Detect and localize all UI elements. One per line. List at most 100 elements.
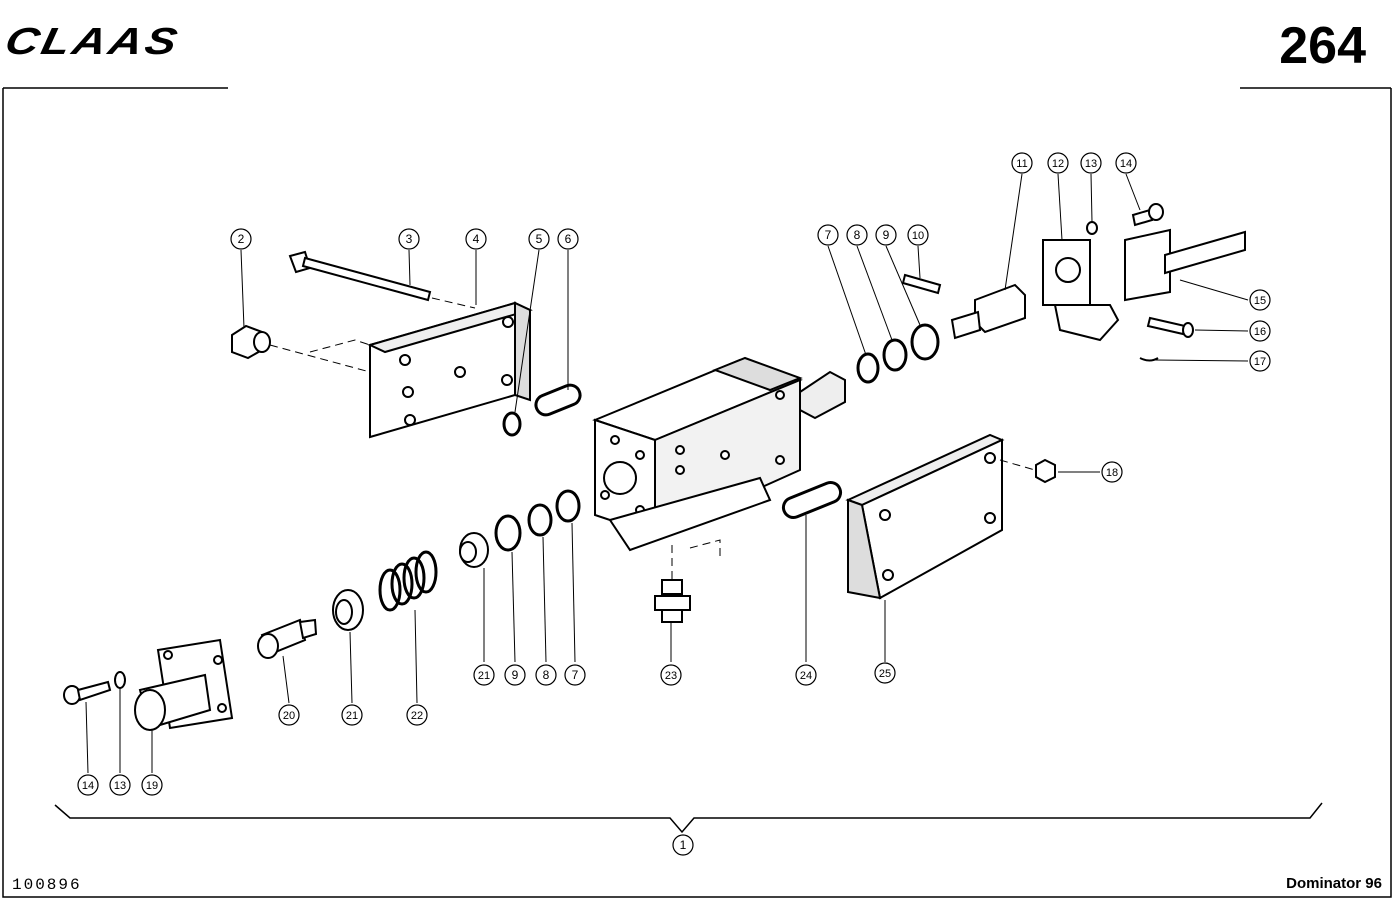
- callout-2: 2: [230, 228, 252, 250]
- callout-number: 6: [565, 232, 572, 246]
- callout-19: 19: [141, 774, 163, 796]
- callout-14: 14: [1115, 152, 1137, 174]
- part-11-lever: [950, 283, 1026, 340]
- valve-body: [592, 356, 846, 552]
- callout-8: 8: [535, 664, 557, 686]
- part-14-screw-lower: [63, 680, 112, 705]
- drawing-number: 100896: [12, 876, 82, 894]
- callout-22: 22: [406, 704, 428, 726]
- callout-number: 9: [883, 228, 890, 242]
- page-number: 264: [1279, 17, 1366, 75]
- part-21-bushing-lower: [459, 532, 489, 568]
- callout-number: 12: [1052, 158, 1064, 170]
- callout-9: 9: [875, 224, 897, 246]
- callout-12: 12: [1047, 152, 1069, 174]
- callout-25: 25: [874, 662, 896, 684]
- callout-6: 6: [557, 228, 579, 250]
- callout-23: 23: [660, 664, 682, 686]
- part-21-bushing-left: [332, 589, 364, 631]
- callout-17: 17: [1249, 350, 1271, 372]
- callout-number: 14: [1120, 158, 1132, 170]
- part-15-fork-arm: [1124, 228, 1246, 302]
- part-7-ring-upper: [856, 352, 880, 384]
- callout-number: 11: [1016, 158, 1027, 170]
- callout-10: 10: [907, 224, 929, 246]
- part-3-bolt: [288, 250, 432, 302]
- part-9-bushing-upper: [910, 323, 940, 361]
- callout-number: 8: [543, 668, 550, 682]
- callout-number: 16: [1254, 326, 1266, 338]
- part-5-o-ring: [502, 411, 522, 437]
- callout-number: 8: [854, 228, 861, 242]
- part-19-cap-housing: [134, 638, 234, 731]
- callout-7: 7: [564, 664, 586, 686]
- part-6-seal: [534, 383, 582, 417]
- callout-11: 11: [1011, 152, 1033, 174]
- callout-number: 1: [680, 838, 687, 852]
- part-17-split-pin: [1139, 357, 1159, 362]
- callout-number: 4: [473, 232, 480, 246]
- callout-number: 21: [478, 670, 490, 682]
- part-18-nut: [1035, 458, 1056, 484]
- callout-number: 15: [1254, 295, 1266, 307]
- part-8-ring-lower: [527, 503, 553, 537]
- callout-24: 24: [795, 664, 817, 686]
- callout-9: 9: [504, 664, 526, 686]
- callout-number: 5: [536, 232, 543, 246]
- assembly-bracket: [54, 802, 1323, 834]
- callout-3: 3: [398, 228, 420, 250]
- callout-number: 14: [82, 780, 94, 792]
- callout-number: 20: [283, 710, 295, 722]
- callout-21: 21: [473, 664, 495, 686]
- callout-number: 18: [1106, 467, 1118, 479]
- callout-number: 10: [912, 230, 924, 242]
- callout-number: 13: [114, 780, 126, 792]
- callout-number: 23: [665, 670, 677, 682]
- part-25-cover-plate: [845, 433, 1005, 600]
- part-7-ring-lower: [555, 489, 581, 523]
- callout-number: 7: [825, 228, 832, 242]
- callout-13: 13: [1080, 152, 1102, 174]
- callout-number: 19: [146, 780, 158, 792]
- page-frame: [2, 87, 1392, 898]
- part-9-ring-lower: [494, 514, 522, 552]
- callout-5: 5: [528, 228, 550, 250]
- callout-number: 9: [512, 668, 519, 682]
- part-22-spring: [378, 550, 438, 612]
- callout-14: 14: [77, 774, 99, 796]
- callout-number: 25: [879, 668, 891, 680]
- part-16-pin: [1146, 316, 1194, 338]
- callout-number: 13: [1085, 158, 1097, 170]
- part-24-seal: [781, 481, 843, 519]
- callout-13: 13: [109, 774, 131, 796]
- part-13-washer-upper: [1086, 221, 1098, 235]
- callout-number: 17: [1254, 356, 1266, 368]
- part-20-valve-plug: [257, 618, 318, 659]
- callout-number: 7: [572, 668, 579, 682]
- callout-8: 8: [846, 224, 868, 246]
- callout-21: 21: [341, 704, 363, 726]
- part-13-washer-lower: [114, 671, 126, 689]
- model-name: Dominator 96: [1286, 875, 1382, 892]
- part-23-fitting: [654, 579, 691, 623]
- callout-7: 7: [817, 224, 839, 246]
- callout-number: 22: [411, 710, 423, 722]
- callout-20: 20: [278, 704, 300, 726]
- callout-4: 4: [465, 228, 487, 250]
- callout-number: 21: [346, 710, 358, 722]
- part-2-fitting: [231, 324, 271, 360]
- part-12-bracket: [1042, 239, 1120, 342]
- callout-18: 18: [1101, 461, 1123, 483]
- callout-number: 24: [800, 670, 812, 682]
- callout-number: 2: [238, 232, 245, 246]
- callout-1: 1: [672, 834, 694, 856]
- part-10-pin: [901, 273, 942, 295]
- callout-16: 16: [1249, 320, 1271, 342]
- callout-number: 3: [406, 232, 413, 246]
- part-8-ring-upper: [882, 338, 908, 372]
- leader-lines: [85, 173, 1249, 774]
- callout-15: 15: [1249, 289, 1271, 311]
